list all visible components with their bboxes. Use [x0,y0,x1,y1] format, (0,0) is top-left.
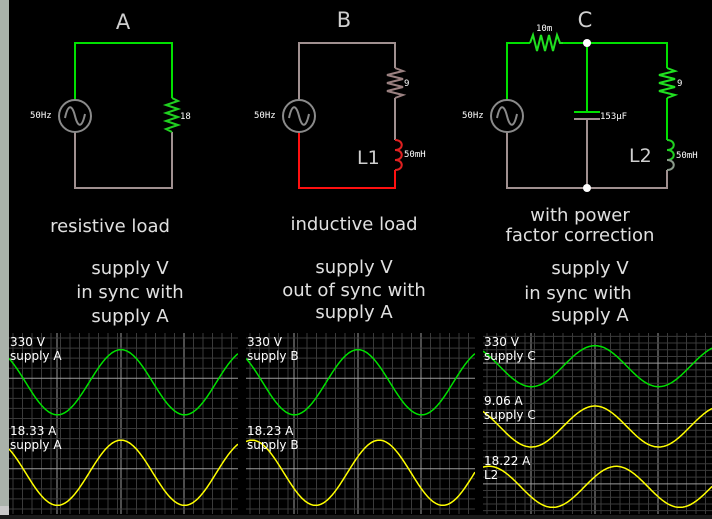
wire-c-top-left[interactable] [506,42,530,100]
circuit-b-note-1: supply V [315,257,393,278]
scope-panel-c[interactable]: 330 V supply C 9.06 A supply C 18.22 A L… [483,333,712,514]
circuit-b-description: inductive load [290,214,418,235]
ac-source-b[interactable] [282,99,316,133]
circuit-c-description-2: factor correction [505,225,655,246]
ac-source-a[interactable] [58,99,92,133]
circuit-schematics [58,31,679,192]
window-edge [0,0,9,519]
node-c-top[interactable] [583,39,591,47]
scope-c-current-peak: 9.06 A [484,394,523,408]
trace-a-1 [246,439,475,507]
resistor-c-9-label: 9 [677,79,683,89]
circuit-a[interactable] [58,42,182,189]
scope-c-current-name: supply C [484,408,536,422]
trace-a-1 [9,439,238,507]
scope-panel-a[interactable]: 330 V supply A 18.33 A supply A [9,333,238,514]
circuit-a-description: resistive load [50,216,170,237]
wire-c-top-right[interactable] [563,42,668,68]
resistor-b[interactable] [386,67,407,99]
circuit-c-note-3: supply A [551,305,629,326]
trace-v-0 [9,348,238,416]
circuit-b-note-3: supply A [315,302,393,323]
resistor-b-label: 9 [404,79,410,89]
circuit-c[interactable] [490,31,679,192]
circuit-b[interactable] [282,42,407,189]
inductor-l1[interactable] [394,139,403,171]
source-b-label: 50Hz [254,111,276,121]
resistor-c-10m-label: 10m [536,24,553,34]
circuit-a-note-3: supply A [91,306,169,327]
trace-v-0 [483,344,712,388]
resistor-a[interactable] [162,97,182,133]
bottom-bar [0,515,712,519]
scope-a-voltage-peak: 330 V [10,335,45,349]
node-c-bottom[interactable] [583,184,591,192]
window-edge-corner [0,506,9,519]
trace-v-0 [246,348,475,416]
scope-b-current-peak: 18.23 A [247,424,294,438]
circuit-a-note-1: supply V [91,258,169,279]
scope-panel-b[interactable]: 330 V supply B 18.23 A supply B [246,333,475,514]
scope-a-current-peak: 18.33 A [10,424,57,438]
resistor-a-label: 18 [180,112,191,122]
circuit-a-note-2: in sync with [76,282,184,303]
circuit-c-title: C [577,8,593,32]
circuit-c-note-1: supply V [551,258,629,279]
circuit-c-note-2: in sync with [524,283,632,304]
scope-b-plot [246,333,475,514]
inductor-l1-name: L1 [357,147,380,169]
capacitor-c[interactable] [574,111,600,120]
circuit-b-title: B [336,8,352,32]
scope-a-plot [9,333,238,514]
scope-c-l2-name: L2 [484,468,499,482]
inductor-l1-value: 50mH [404,150,426,160]
trace-a-2 [483,465,712,509]
inductor-l2[interactable] [666,139,675,171]
scope-b-voltage-name: supply B [247,349,299,363]
scope-b-current-name: supply B [247,438,299,452]
source-a-label: 50Hz [30,111,52,121]
scope-c-voltage-name: supply C [484,349,536,363]
circuit-b-note-2: out of sync with [282,280,426,301]
capacitor-c-label: 153µF [600,112,628,122]
resistor-c-10m[interactable] [529,31,563,52]
inductor-l2-name: L2 [629,145,652,167]
resistor-c-9[interactable] [658,67,679,99]
circuit-a-title: A [115,10,131,34]
circuit-c-description-1: with power [530,205,630,226]
scope-c-plot [483,333,712,514]
scope-b-voltage-peak: 330 V [247,335,282,349]
scope-c-l2-peak: 18.22 A [484,454,531,468]
scope-a-current-name: supply A [10,438,62,452]
wire-a-bottom[interactable] [74,132,173,189]
wire-b-top[interactable] [298,42,396,100]
scope-c-voltage-peak: 330 V [484,335,519,349]
trace-a-1 [483,405,712,448]
ac-source-c[interactable] [490,99,524,133]
wire-b-bottom[interactable] [298,132,396,189]
scope-a-voltage-name: supply A [10,349,62,363]
inductor-l2-value: 50mH [676,151,698,161]
wire-a-top[interactable] [74,42,173,100]
source-c-label: 50Hz [462,111,484,121]
